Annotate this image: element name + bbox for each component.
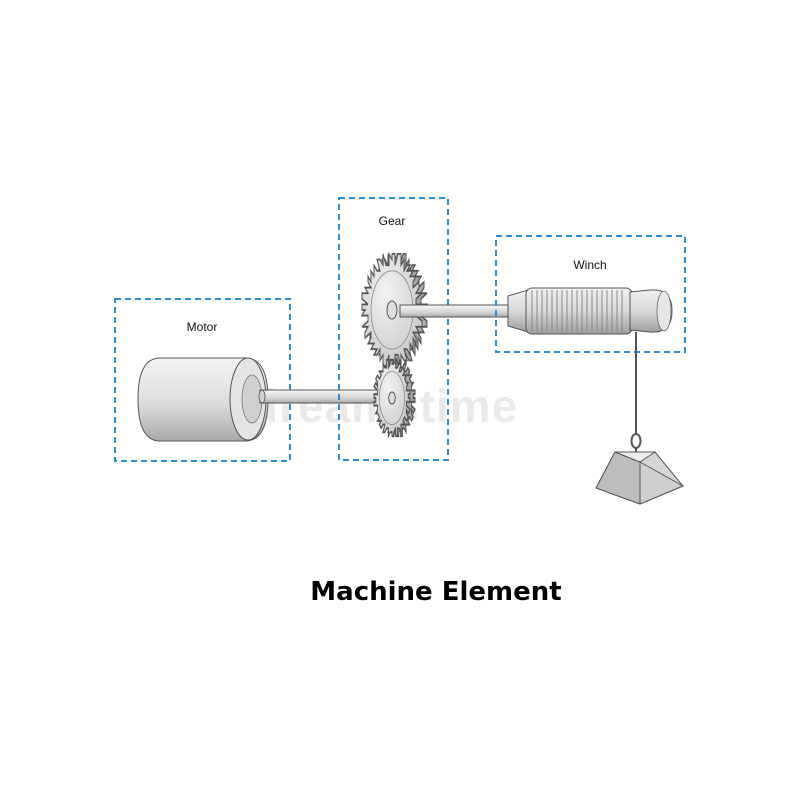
page-title: Machine Element [310,577,561,607]
winch-label: Winch [573,258,606,272]
winch-component: Winch [495,235,686,353]
gear-label: Gear [379,214,406,228]
gear-component: Gear [338,197,449,461]
gear-icon [360,251,429,369]
load-assembly [595,332,685,505]
winch-drum-icon [507,287,673,335]
motor-component: Motor [114,298,396,462]
weight-icon [595,451,685,505]
winch-box [495,235,686,353]
hook-icon [630,433,642,452]
motor-box [114,298,291,462]
motor-icon [137,357,396,442]
gear-box [338,197,449,461]
gear-icon [373,357,416,439]
motor-label: Motor [187,320,218,334]
